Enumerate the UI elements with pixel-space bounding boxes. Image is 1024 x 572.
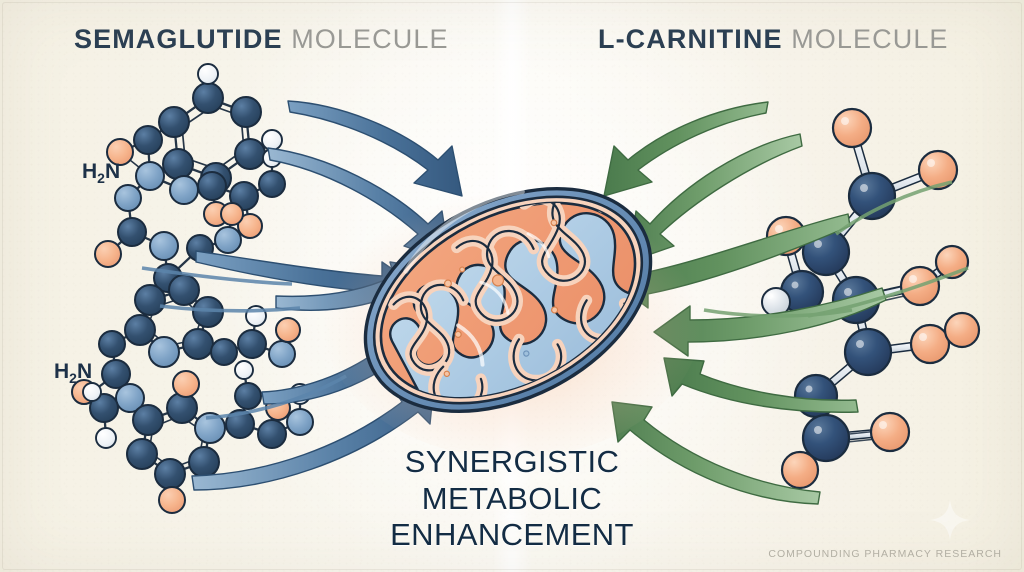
left-carbon-atoms <box>89 82 314 490</box>
title-right-strong: L-CARNITINE <box>598 24 783 54</box>
title-left-strong: SEMAGLUTIDE <box>74 24 283 54</box>
right-atom-highlights <box>767 117 935 434</box>
outer-gloss <box>403 189 525 274</box>
page-title-right: L-CARNITINE MOLECULE <box>598 26 949 53</box>
caption-line-3: ENHANCEMENT <box>390 517 634 553</box>
page-title-left: SEMAGLUTIDE MOLECULE <box>74 26 449 53</box>
diamond-star-icon <box>930 500 970 540</box>
title-right-light: MOLECULE <box>791 24 949 54</box>
green-arrow-tails <box>703 180 969 318</box>
amine-label-upper: H2N <box>82 160 120 186</box>
blue-arrow-tails <box>141 266 347 420</box>
caption-line-1: SYNERGISTIC <box>404 444 620 479</box>
footer-watermark: COMPOUNDING PHARMACY RESEARCH <box>768 548 1002 560</box>
title-left-light: MOLECULE <box>291 24 449 54</box>
caption-line-2: METABOLIC <box>421 480 603 516</box>
central-caption: SYNERGISTIC METABOLIC ENHANCEMENT <box>0 444 1024 554</box>
matrix-granules <box>443 219 559 378</box>
